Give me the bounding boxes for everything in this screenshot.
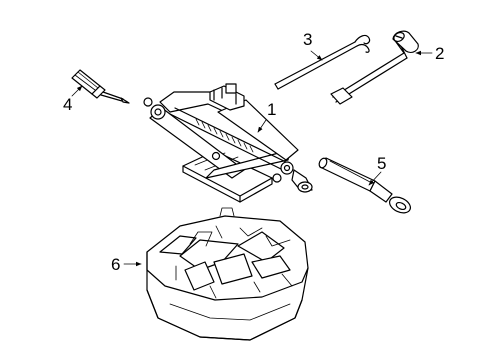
tow-hook xyxy=(318,157,411,214)
callout-6: 6 xyxy=(111,255,121,274)
callout-2: 2 xyxy=(435,44,445,63)
leader-lines xyxy=(71,50,433,267)
lug-wrench xyxy=(330,30,419,105)
storage-tray xyxy=(146,207,309,341)
callout-4: 4 xyxy=(63,95,73,114)
callout-1: 1 xyxy=(267,100,277,119)
scissor-jack xyxy=(143,83,313,203)
jack-handle-rod xyxy=(274,34,371,90)
callout-5: 5 xyxy=(377,154,387,173)
callout-3: 3 xyxy=(303,30,313,49)
screwdriver xyxy=(71,69,130,104)
